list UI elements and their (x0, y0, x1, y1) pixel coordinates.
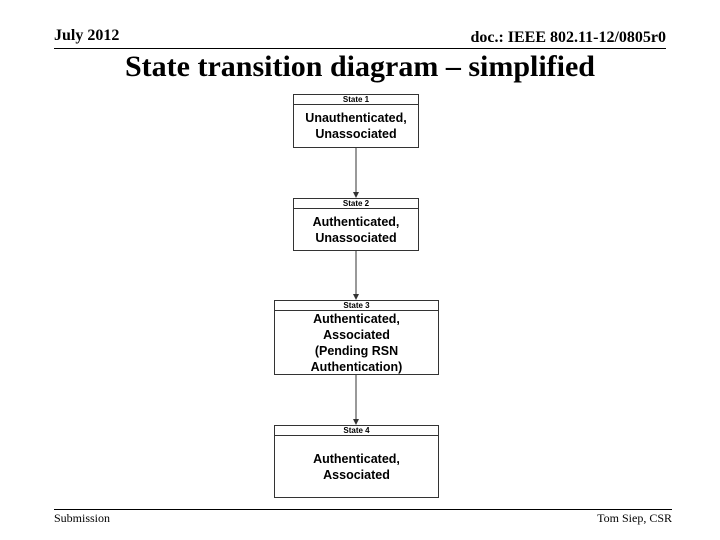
state-2-description: Authenticated, Unassociated (294, 209, 418, 250)
state-1-label: State 1 (294, 95, 418, 105)
state-3-line: Authenticated, (313, 311, 400, 326)
state-3-label: State 3 (275, 301, 438, 311)
state-4-line: Authenticated, (313, 451, 400, 466)
footer-divider (54, 509, 672, 510)
state-2-box: State 2 Authenticated, Unassociated (293, 198, 419, 251)
footer-submission: Submission (54, 511, 111, 525)
state-1-box: State 1 Unauthenticated, Unassociated (293, 94, 419, 148)
state-1-description: Unauthenticated, Unassociated (294, 105, 418, 147)
state-2-label: State 2 (294, 199, 418, 209)
state-4-box: State 4 Authenticated, Associated (274, 425, 439, 498)
header-date: July 2012 (54, 27, 120, 44)
state-2-line: Authenticated, (312, 214, 400, 229)
state-4-label: State 4 (275, 426, 438, 436)
header-divider (54, 48, 666, 49)
state-4-description: Authenticated, Associated (275, 436, 438, 497)
state-3-line: (Pending RSN (314, 343, 399, 358)
slide-title: State transition diagram – simplified (125, 50, 595, 83)
state-2-line: Unassociated (315, 230, 397, 245)
state-1-line: Unauthenticated, (305, 111, 407, 125)
state-3-description: Authenticated, Associated (Pending RSN A… (275, 311, 438, 374)
header-doc-id: doc.: IEEE 802.11-12/0805r0 (470, 29, 666, 46)
state-4-line: Associated (323, 467, 390, 482)
state-1-line: Unassociated (315, 127, 397, 141)
state-3-line: Associated (323, 327, 390, 342)
state-3-line: Authentication) (310, 359, 403, 374)
state-3-box: State 3 Authenticated, Associated (Pendi… (274, 300, 439, 375)
footer-author: Tom Siep, CSR (597, 511, 672, 525)
